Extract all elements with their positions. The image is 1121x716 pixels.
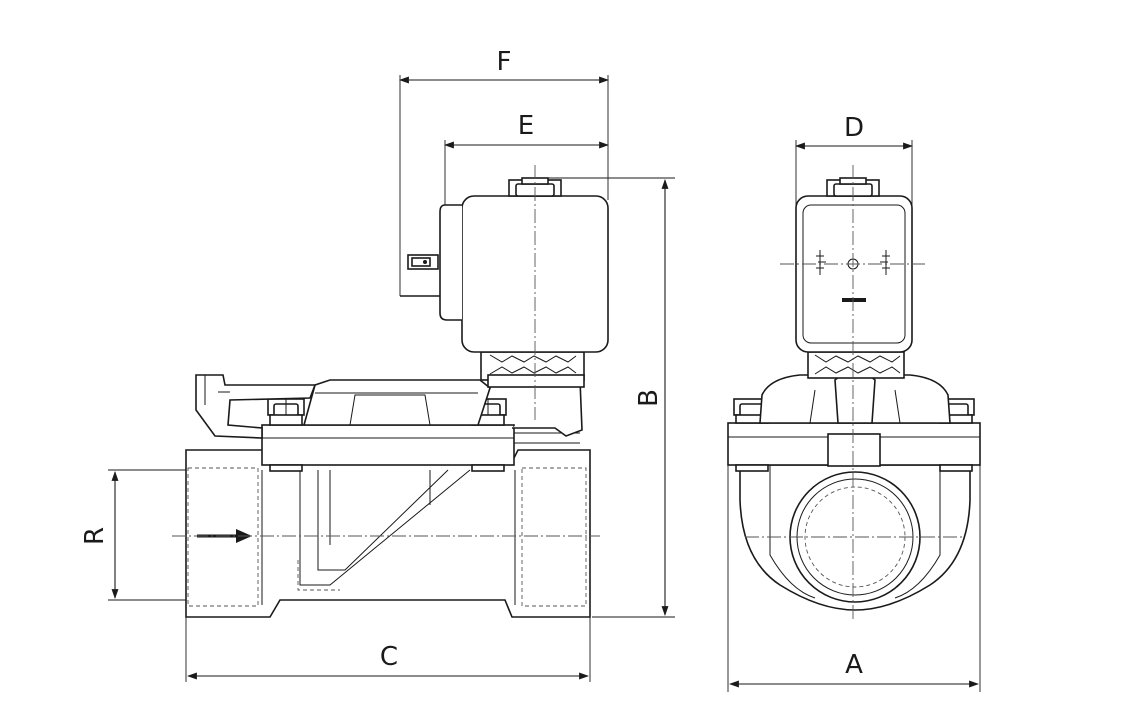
dim-label-C: C [380, 642, 398, 672]
dim-label-E: E [518, 111, 534, 141]
solenoid-coil [400, 195, 609, 353]
front-bonnet [759, 370, 951, 424]
front-flange [727, 422, 981, 467]
dim-label-B: B [634, 389, 664, 407]
bonnet [302, 379, 583, 437]
valve-body [185, 449, 591, 618]
front-coil [795, 195, 913, 353]
dim-label-D: D [844, 113, 864, 143]
armature-tube [480, 351, 585, 388]
front-view: D A [727, 113, 981, 692]
side-view: F E B R C [80, 47, 675, 682]
dim-label-R: R [80, 527, 110, 545]
dim-label-A: A [845, 650, 863, 680]
front-armature-tube [807, 351, 905, 379]
front-bolt-right [937, 398, 975, 472]
front-valve-body [739, 464, 971, 611]
dim-label-F: F [497, 47, 512, 77]
manual-lever [195, 374, 317, 439]
